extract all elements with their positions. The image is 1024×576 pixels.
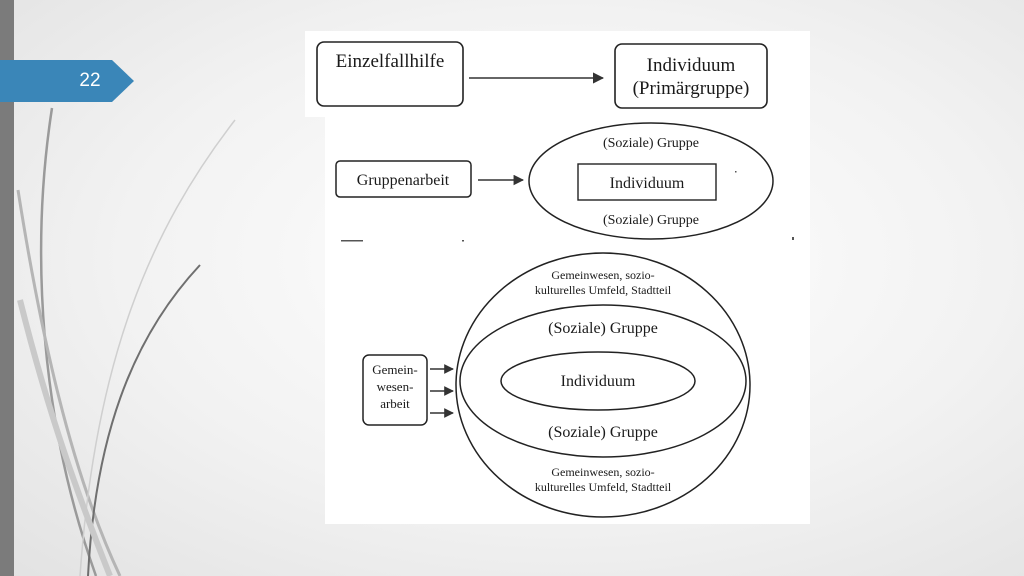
label-gruppe-3-bottom: (Soziale) Gruppe <box>548 424 658 441</box>
box-individuum-2 <box>577 163 717 201</box>
circle-gemeinwesen <box>455 252 751 518</box>
slide-number: 22 <box>79 70 101 91</box>
label-primaergruppe: (Primärgruppe) <box>633 78 750 99</box>
label-einzelfallhilfe: Einzelfallhilfe <box>336 51 445 72</box>
label-gruppe-bottom: (Soziale) Gruppe <box>603 213 699 228</box>
box-individuum-primaer <box>614 43 768 109</box>
label-wesen: wesen- <box>377 379 414 394</box>
label-gemeinwesen-bottom-1: Gemeinwesen, sozio- <box>551 465 654 479</box>
ellipse-soziale-gruppe <box>528 122 774 240</box>
scan-artifacts <box>341 171 794 242</box>
label-gemeinwesen-top-1: Gemeinwesen, sozio- <box>551 268 654 282</box>
box-gruppenarbeit <box>335 160 472 198</box>
label-gruppenarbeit: Gruppenarbeit <box>357 172 450 189</box>
label-gemeinwesen-top-2: kulturelles Umfeld, Stadtteil <box>535 283 672 297</box>
scan-main-panel <box>325 117 810 524</box>
box-gemeinwesenarbeit <box>362 354 428 426</box>
label-individuum-3: Individuum <box>561 373 636 390</box>
label-gruppe-top: (Soziale) Gruppe <box>603 136 699 151</box>
decorative-curves <box>16 107 236 576</box>
label-gemeinwesen-bottom-2: kulturelles Umfeld, Stadtteil <box>535 480 672 494</box>
scan-top-panel <box>305 31 810 117</box>
ellipse-soziale-gruppe-3 <box>459 304 747 458</box>
box-einzelfallhilfe <box>316 41 464 107</box>
label-individuum-1: Individuum <box>647 55 736 76</box>
label-individuum-2: Individuum <box>610 175 685 192</box>
social-work-diagram: Einzelfallhilfe Individuum (Primärgruppe… <box>316 41 794 518</box>
label-gruppe-3-top: (Soziale) Gruppe <box>548 320 658 337</box>
label-gemein: Gemein- <box>372 362 417 377</box>
ellipse-individuum-3 <box>500 351 696 411</box>
label-arbeit: arbeit <box>380 396 410 411</box>
left-accent-bar <box>0 0 14 576</box>
slide-number-tag: 22 <box>0 60 134 102</box>
